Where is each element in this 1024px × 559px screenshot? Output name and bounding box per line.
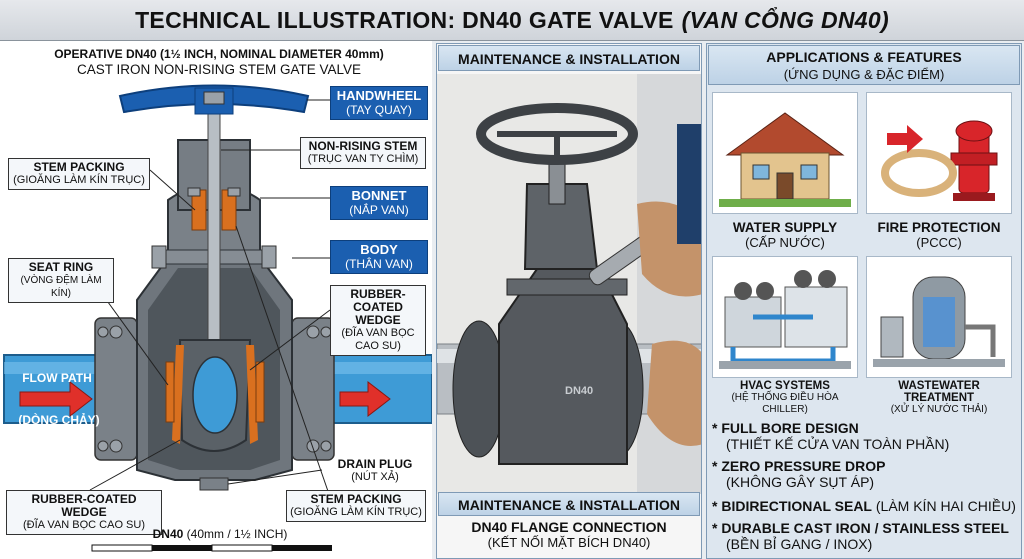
feature-item: * FULL BORE DESIGN (THIẾT KẾ CỬA VAN TOÀ… xyxy=(712,420,950,452)
mid-header-top: MAINTENANCE & INSTALLATION xyxy=(438,45,700,71)
app-card-wastewater xyxy=(866,256,1012,378)
label-flow-path-en: FLOW PATH xyxy=(22,371,92,385)
label-flow-path-vi: (DÒNG CHẢY) xyxy=(18,413,100,427)
label-packing-bottom-en: STEM PACKING xyxy=(310,492,402,506)
app-water-supply-label: WATER SUPPLY (CẤP NƯỚC) xyxy=(710,220,860,250)
label-body: BODY (THÂN VAN) xyxy=(330,240,428,274)
app-card-water-supply xyxy=(712,92,858,214)
app-hvac-label: HVAC SYSTEMS (HỆ THỐNG ĐIỀU HÒA CHILLER) xyxy=(710,380,860,416)
valve-marking: DN40 xyxy=(565,385,593,397)
mid-caption-en: DN40 FLANGE CONNECTION xyxy=(471,519,667,535)
label-drain-plug: DRAIN PLUG (NÚT XẢ) xyxy=(322,458,428,484)
app-water-vi: (CẤP NƯỚC) xyxy=(745,235,825,250)
right-flange xyxy=(291,317,335,461)
feature-1-en: ZERO PRESSURE DROP xyxy=(721,458,886,474)
label-body-en: BODY xyxy=(360,242,398,257)
right-header-en: APPLICATIONS & FEATURES xyxy=(766,49,962,65)
label-packing-top-en: STEM PACKING xyxy=(33,160,125,174)
label-drain-vi: (NÚT XẢ) xyxy=(351,471,399,483)
app-fire-vi: (PCCC) xyxy=(916,235,962,250)
app-card-fire-protection xyxy=(866,92,1012,214)
label-wedge-bottom-en: RUBBER-COATED WEDGE xyxy=(31,492,137,519)
label-drain-en: DRAIN PLUG xyxy=(337,457,413,471)
scale-label-en: DN40 xyxy=(152,527,184,541)
app-wastewater-label: WASTEWATER TREATMENT (XỬ LÝ NƯỚC THẢI) xyxy=(864,380,1014,416)
app-waste-vi: (XỬ LÝ NƯỚC THẢI) xyxy=(890,404,988,415)
mid-header-bottom: MAINTENANCE & INSTALLATION xyxy=(438,492,700,516)
chiller-icon xyxy=(719,270,851,369)
label-bonnet-vi: (NẮP VAN) xyxy=(349,203,409,217)
feature-item: * BIDIRECTIONAL SEAL (LÀM KÍN HAI CHIỀU) xyxy=(712,498,1016,514)
label-wedge-bottom-vi: (ĐĨA VAN BỌC CAO SU) xyxy=(22,519,146,531)
feature-item: * DURABLE CAST IRON / STAINLESS STEEL (B… xyxy=(712,520,1009,552)
label-bonnet-en: BONNET xyxy=(351,188,407,203)
label-bonnet: BONNET (NẮP VAN) xyxy=(330,186,428,220)
label-non-rising-stem: NON-RISING STEM (TRỤC VAN TY CHÌM) xyxy=(300,137,426,169)
label-seat-ring-vi: (VÒNG ĐỆM LÀM KÍN) xyxy=(20,275,102,299)
app-waste-en: WASTEWATER TREATMENT xyxy=(898,380,980,404)
label-packing-bottom-vi: (GIOĂNG LÀM KÍN TRỤC) xyxy=(290,506,422,518)
drain-plug-drawing xyxy=(199,477,229,491)
installation-photo: DN40 xyxy=(437,74,701,494)
feature-3-vi: (BỀN BỈ GANG / INOX) xyxy=(726,536,873,552)
label-wedge-right: RUBBER-COATED WEDGE (ĐĨA VAN BỌC CAO SU) xyxy=(330,285,426,356)
valve-cross-section-drawing xyxy=(3,84,432,552)
mid-caption-vi: (KẾT NỐI MẶT BÍCH DN40) xyxy=(487,535,651,550)
label-wedge-bottom: RUBBER-COATED WEDGE (ĐĨA VAN BỌC CAO SU) xyxy=(6,490,162,535)
installation-photo-panel: DN40 xyxy=(436,43,702,559)
feature-2-vi: (LÀM KÍN HAI CHIỀU) xyxy=(875,498,1016,514)
label-body-vi: (THÂN VAN) xyxy=(345,257,413,271)
app-water-en: WATER SUPPLY xyxy=(732,220,838,235)
label-seat-ring-en: SEAT RING xyxy=(28,260,94,274)
seat-ring-left xyxy=(165,361,175,423)
label-wedge-right-en: RUBBER-COATED WEDGE xyxy=(350,287,406,327)
app-fire-en: FIRE PROTECTION xyxy=(877,220,1001,235)
label-stem-packing-top: STEM PACKING (GIOĂNG LÀM KÍN TRỤC) xyxy=(8,158,150,190)
app-fire-label: FIRE PROTECTION (PCCC) xyxy=(864,220,1014,250)
feature-item: * ZERO PRESSURE DROP (KHÔNG GÂY SỤT ÁP) xyxy=(712,458,886,490)
mid-caption: DN40 FLANGE CONNECTION (KẾT NỐI MẶT BÍCH… xyxy=(438,519,700,551)
feature-0-vi: (THIẾT KẾ CỬA VAN TOÀN PHẦN) xyxy=(726,436,950,452)
title-en: TECHNICAL ILLUSTRATION: DN40 GATE VALVE xyxy=(135,6,674,33)
feature-0-en: FULL BORE DESIGN xyxy=(721,420,859,436)
label-handwheel-vi: (TAY QUAY) xyxy=(346,103,412,117)
label-wedge-right-vi: (ĐĨA VAN BỌC CAO SU) xyxy=(341,327,415,352)
app-hvac-vi: (HỆ THỐNG ĐIỀU HÒA CHILLER) xyxy=(731,392,839,415)
feature-2-en: BIDIRECTIONAL SEAL xyxy=(721,498,872,514)
right-header: APPLICATIONS & FEATURES (ỨNG DỤNG & ĐẶC … xyxy=(708,45,1020,85)
treatment-tank-icon xyxy=(873,276,1005,367)
stem xyxy=(207,91,221,343)
page-title: TECHNICAL ILLUSTRATION: DN40 GATE VALVE … xyxy=(0,0,1024,41)
label-stem-en: NON-RISING STEM xyxy=(308,139,418,153)
label-stem-packing-bottom: STEM PACKING (GIOĂNG LÀM KÍN TRỤC) xyxy=(286,490,426,522)
title-vi: (VAN CỔNG DN40) xyxy=(681,6,889,33)
house-icon xyxy=(719,112,851,207)
flow-arrow-right-icon xyxy=(339,380,391,418)
label-handwheel-en: HANDWHEEL xyxy=(336,88,422,103)
label-handwheel: HANDWHEEL (TAY QUAY) xyxy=(330,86,428,120)
label-packing-top-vi: (GIOĂNG LÀM KÍN TRỤC) xyxy=(13,174,145,186)
scale-label: DN40 (40mm / 1½ INCH) xyxy=(120,528,320,541)
section-heading-2: CAST IRON NON-RISING STEM GATE VALVE xyxy=(76,62,362,77)
feature-3-en: DURABLE CAST IRON / STAINLESS STEEL xyxy=(721,520,1009,536)
section-heading-1: OPERATIVE DN40 (1½ INCH, NOMINAL DIAMETE… xyxy=(54,47,384,61)
flow-arrow-left-icon xyxy=(19,380,93,418)
app-hvac-en: HVAC SYSTEMS xyxy=(740,380,830,392)
right-header-vi: (ỨNG DỤNG & ĐẶC ĐIỂM) xyxy=(783,67,945,82)
label-seat-ring: SEAT RING (VÒNG ĐỆM LÀM KÍN) xyxy=(8,258,114,303)
feature-1-vi: (KHÔNG GÂY SỤT ÁP) xyxy=(726,474,875,490)
section-heading: OPERATIVE DN40 (1½ INCH, NOMINAL DIAMETE… xyxy=(10,46,428,78)
scale-label-detail: (40mm / 1½ INCH) xyxy=(186,527,288,541)
label-stem-vi: (TRỤC VAN TY CHÌM) xyxy=(307,153,419,165)
seat-ring-right xyxy=(255,361,265,423)
fire-hydrant-icon xyxy=(881,120,998,201)
app-card-hvac xyxy=(712,256,858,378)
left-flange xyxy=(94,317,138,461)
